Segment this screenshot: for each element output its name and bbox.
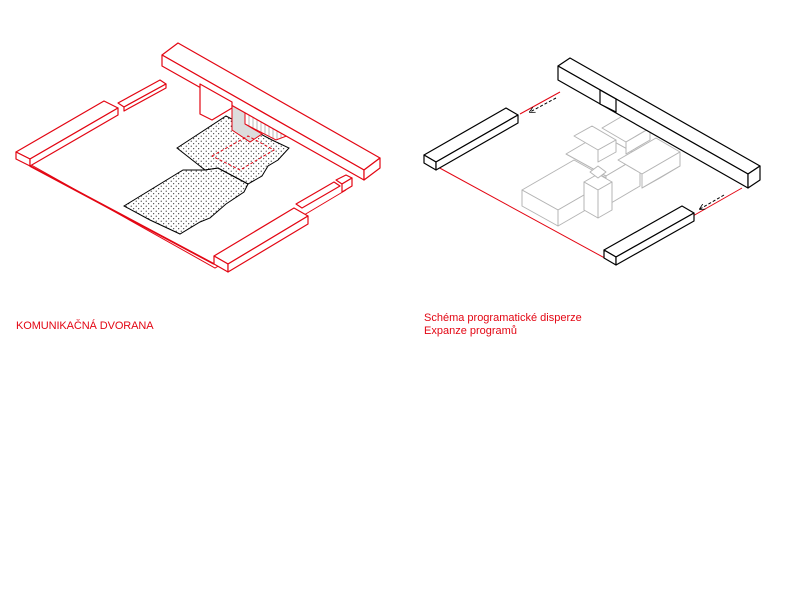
expansion-arrow-lower <box>700 194 725 209</box>
volume-front-left-bar <box>15 100 119 167</box>
core-dashed-outline <box>211 135 276 171</box>
red-building-volumes <box>15 42 381 273</box>
volume-left-bar <box>423 107 519 171</box>
floor-plate-lower <box>122 167 249 235</box>
volume-thin-wall-left <box>117 79 167 112</box>
caption-program-dispersion: Schéma programatické disperze <box>424 312 582 324</box>
volume-right-stub <box>335 174 353 193</box>
black-building-volumes <box>423 57 761 266</box>
program-tower <box>583 165 613 219</box>
caption-communication-hall: KOMUNIKAČNÁ DVORANA <box>16 320 154 332</box>
front-edge-left <box>29 165 215 265</box>
program-block-right <box>617 137 681 189</box>
volume-front-right-block <box>603 205 695 266</box>
expansion-arrow-upper <box>530 97 557 112</box>
right-axonometric-diagram <box>423 57 761 266</box>
hall-floor-plates <box>122 115 290 235</box>
volume-rear-bar <box>161 42 381 181</box>
volume-thin-wall-front <box>295 181 341 209</box>
caption-program-expansion: Expanze programů <box>424 325 517 337</box>
volume-rear-long-bar <box>557 57 761 189</box>
program-volumes <box>521 113 681 227</box>
left-axonometric-diagram <box>15 42 381 273</box>
volume-front-right-bar <box>213 207 309 273</box>
